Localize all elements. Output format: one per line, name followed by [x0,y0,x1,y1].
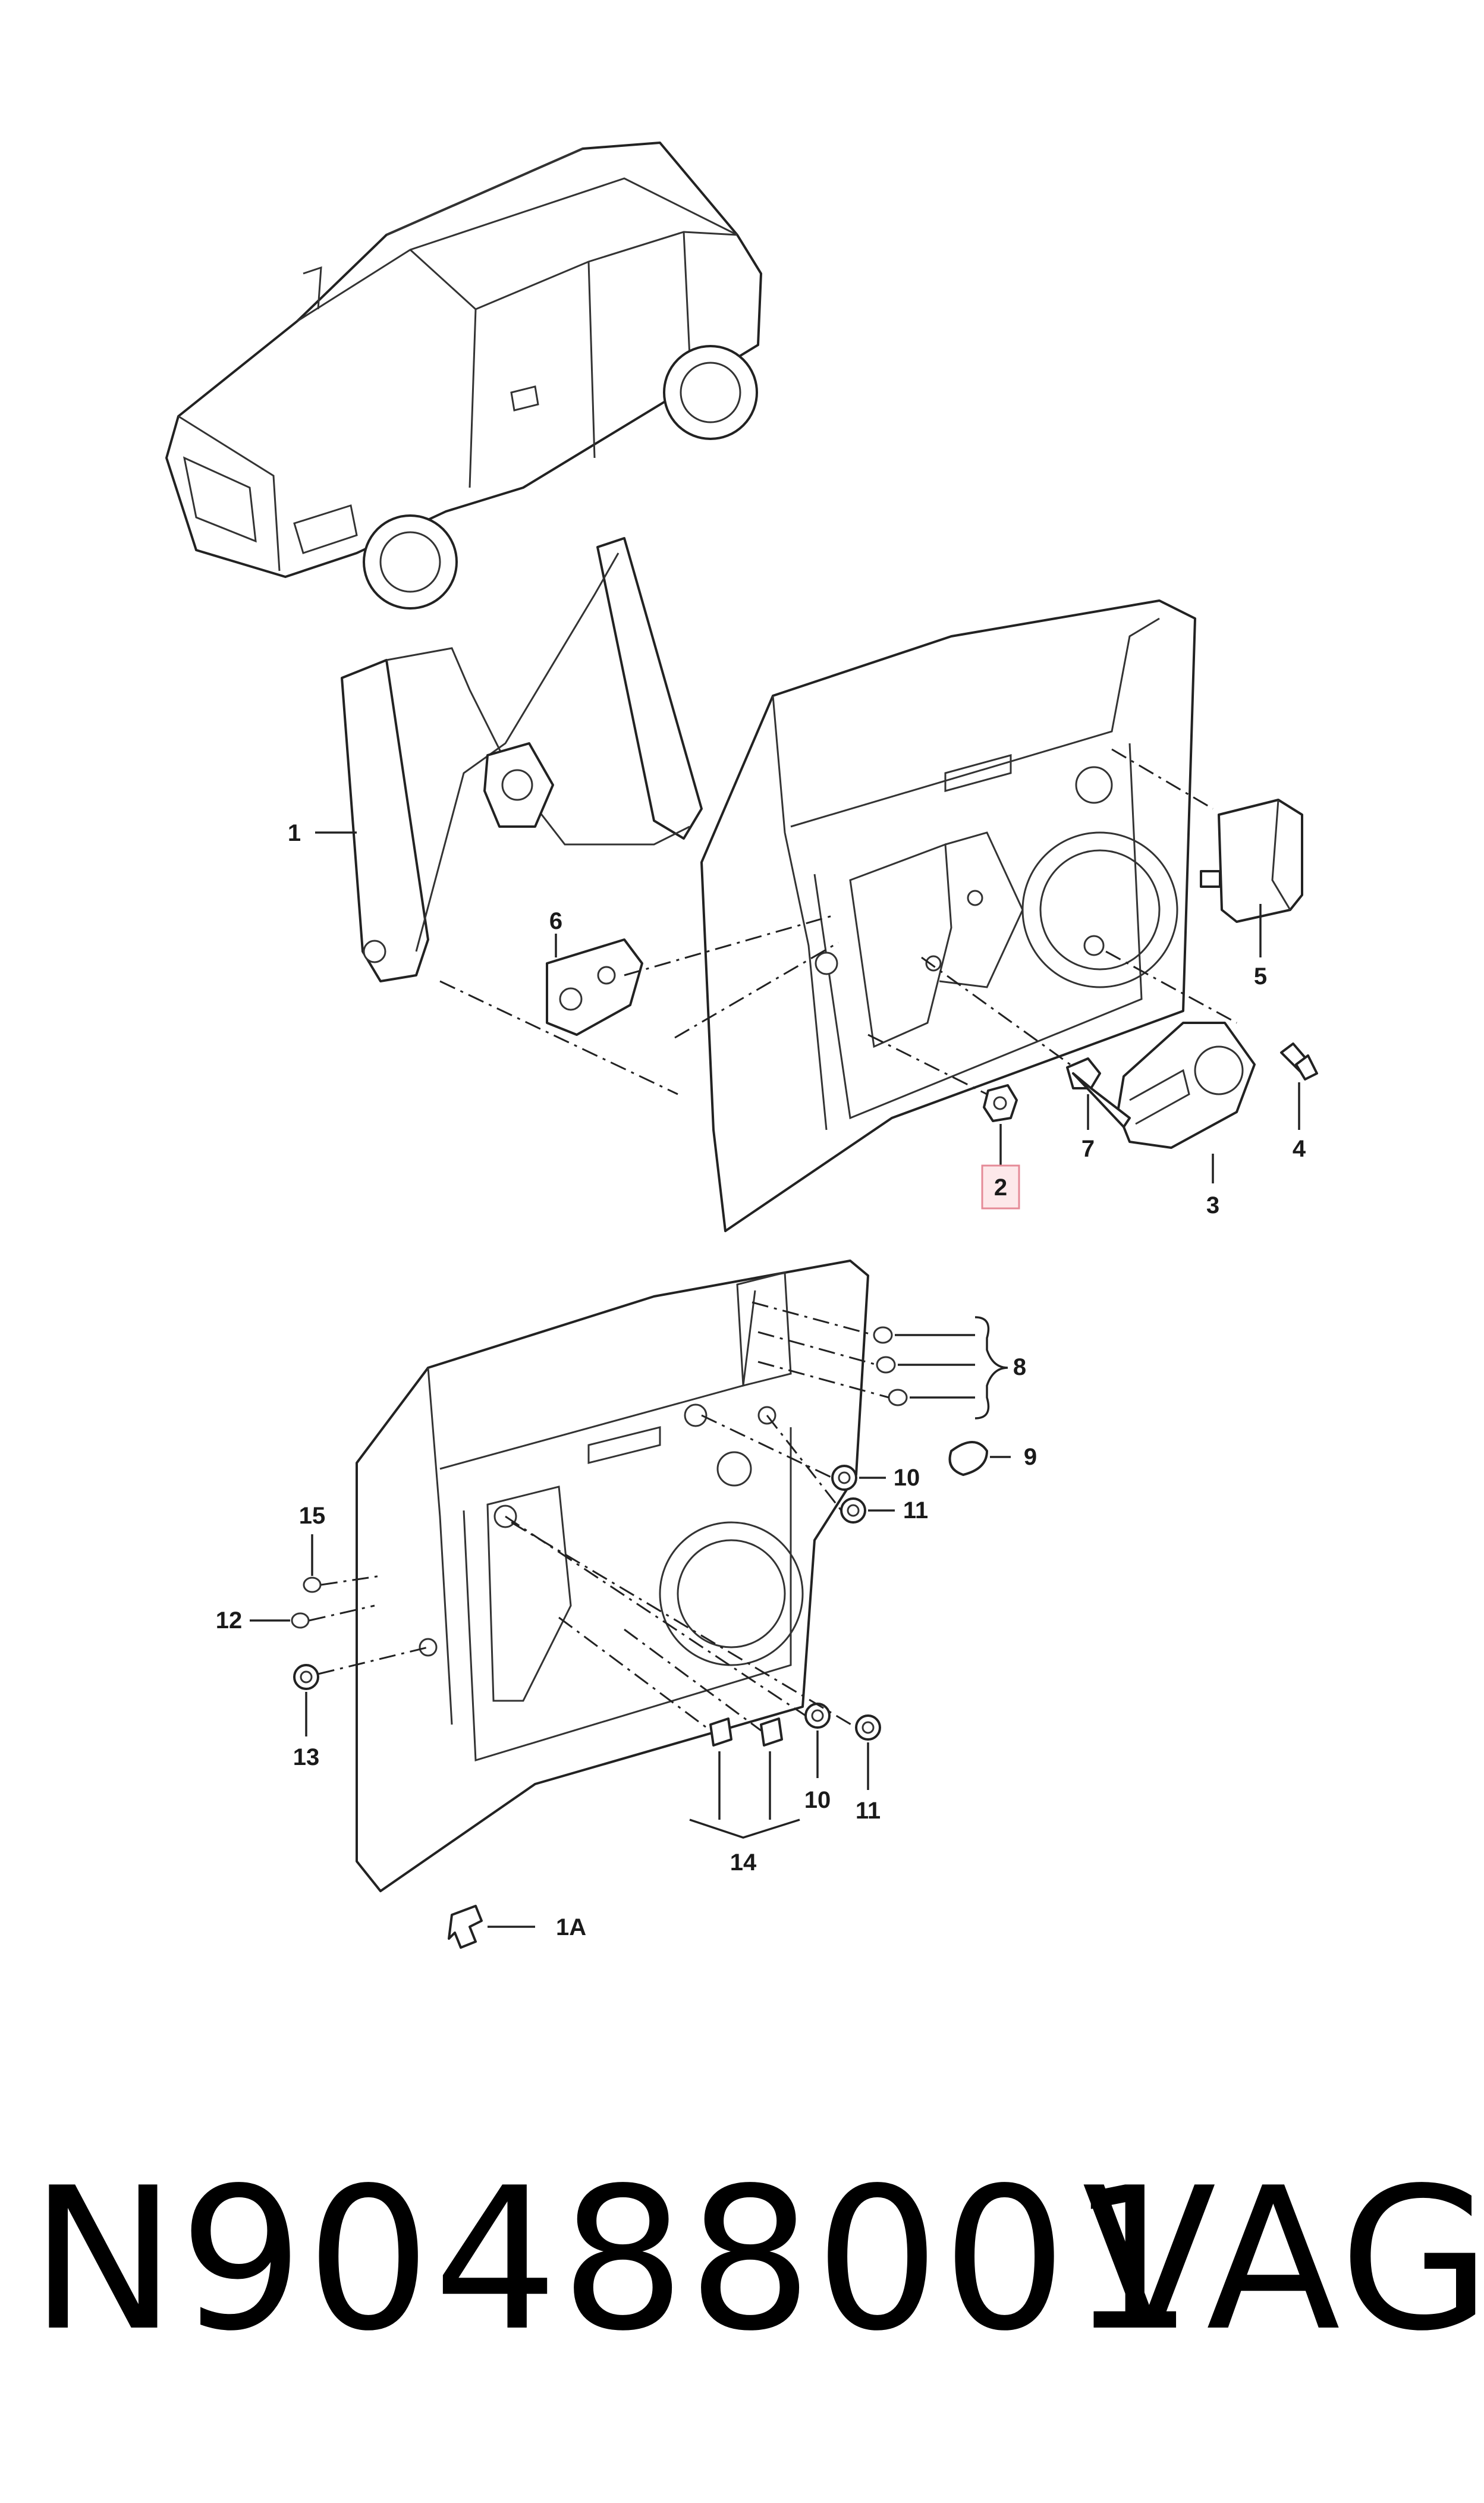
dash-leader [757,1361,889,1399]
dash-leader [624,1628,762,1732]
plugs-and-grommets [291,1326,988,1747]
leader-14 [689,1751,800,1839]
callout-3: 3 [1206,1192,1219,1218]
dash-leader [317,1646,429,1675]
brace-8 [974,1316,1008,1419]
exploded-parts-diagram: 1 6 2 7 3 4 5 8 9 10 11 15 12 13 10 11 1… [165,142,1318,1949]
callout-2-highlight [981,1164,1020,1210]
callout-11a: 11 [903,1497,928,1524]
window-motor [1117,1022,1256,1149]
nut [983,1084,1018,1122]
dash-leader [1111,748,1213,810]
dash-leader [701,1414,833,1479]
screw-4 [1280,1042,1318,1081]
dash-leader [624,915,833,976]
screw-7 [1066,1057,1131,1128]
dash-leader [320,1575,381,1586]
callout-1: 1 [288,820,301,846]
callout-14: 14 [730,1849,757,1876]
callout-12: 12 [216,1607,243,1634]
dash-leader [1105,950,1237,1024]
callout-11b: 11 [856,1798,881,1824]
dash-leader [309,1604,375,1622]
dash-leader [757,1331,878,1366]
service-info-icon [448,1905,483,1949]
brand-label: VAG [1082,2146,1484,2374]
dash-leader [674,941,839,1039]
vehicle-illustration [165,142,762,610]
callout-7: 7 [1081,1136,1095,1162]
leader-8 [895,1334,975,1399]
dash-leader [766,1415,842,1511]
bracket [546,938,643,1036]
callout-9: 9 [1024,1444,1037,1470]
dash-leader [439,980,678,1095]
callout-8: 8 [1013,1354,1026,1380]
callout-2: 2 [994,1174,1007,1201]
dash-leader [752,1301,875,1336]
callout-1a: 1A [556,1914,586,1940]
dash-leader [511,1521,857,1729]
callout-10b: 10 [804,1787,831,1813]
callout-15: 15 [299,1503,326,1529]
callout-13: 13 [293,1744,320,1770]
callout-4: 4 [1293,1136,1306,1162]
callout-6: 6 [549,908,562,934]
part-number: N90488001 [30,2146,1197,2374]
callout-10a: 10 [894,1465,920,1491]
window-regulator [341,537,703,982]
door-panel-upper [700,599,1196,1232]
door-panel-lower [356,1260,869,1892]
door-control-module [1200,799,1303,923]
callout-5: 5 [1254,963,1267,990]
dash-leader [505,1515,806,1717]
dash-leader [558,1616,711,1732]
dash-leader [867,1034,988,1095]
